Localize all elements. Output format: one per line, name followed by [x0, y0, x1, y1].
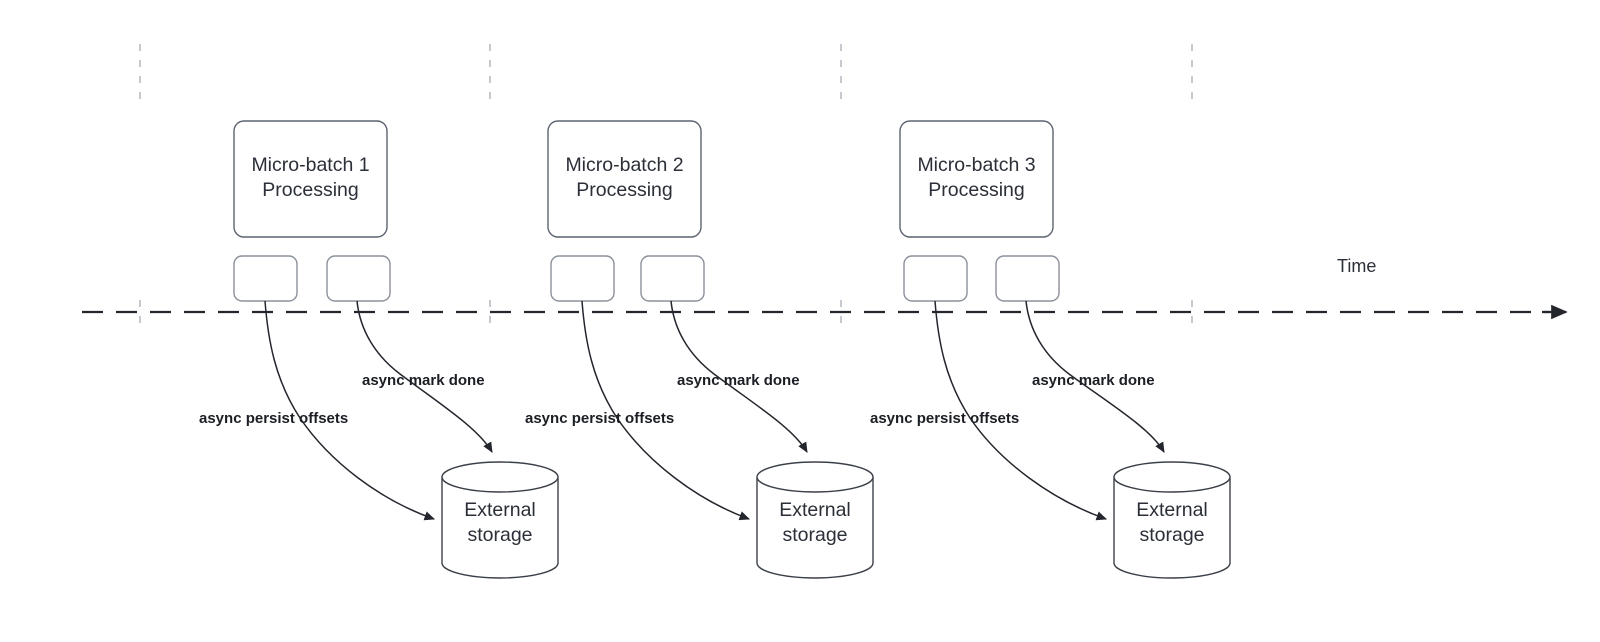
group-3-mark-done-task[interactable]	[995, 255, 1060, 302]
group-3-cylinder-body	[1113, 477, 1231, 579]
group-2-persist-offsets-task[interactable]	[550, 255, 615, 302]
group-3-process-box-label-line2: Processing	[928, 179, 1024, 201]
group-3-process-box[interactable]	[899, 120, 1054, 238]
group-1-mark-done-task[interactable]	[326, 255, 391, 302]
group-2-process-box-label-line1: Micro-batch 2	[565, 154, 683, 176]
group-1-cylinder-top[interactable]	[441, 461, 559, 493]
group-2-async-persist-offsets-curve	[581, 300, 750, 521]
group-3-cylinder-label-line1: External	[1136, 499, 1208, 521]
group-2-mark-done-task[interactable]	[640, 255, 705, 302]
group-1-cylinder-body	[441, 477, 559, 579]
group-1-cylinder-label-line2: storage	[467, 524, 532, 546]
group-1-persist-offsets-task[interactable]	[233, 255, 298, 302]
group-2-cylinder-top[interactable]	[756, 461, 874, 493]
group-1-cylinder-label-line1: External	[464, 499, 536, 521]
group-3-cylinder-top[interactable]	[1113, 461, 1231, 493]
group-2-process-box[interactable]	[547, 120, 702, 238]
group-3-async-mark-done-curve	[1025, 300, 1165, 453]
group-1-process-box-label-line1: Micro-batch 1	[251, 154, 369, 176]
group-3-async-persist-offsets-curve	[934, 300, 1107, 521]
group-2-cylinder-body	[756, 477, 874, 579]
tick-lines	[139, 44, 1193, 326]
group-2-async-mark-done-label: async mark done	[677, 372, 800, 389]
group-3-persist-offsets-task[interactable]	[903, 255, 968, 302]
group-3-async-persist-offsets-label: async persist offsets	[870, 410, 1019, 427]
time-axis-label: Time	[1337, 256, 1376, 276]
group-1-async-persist-offsets-label: async persist offsets	[199, 410, 348, 427]
group-2-process-box-label-line2: Processing	[576, 179, 672, 201]
group-1-process-box-label-line2: Processing	[262, 179, 358, 201]
group-2-cylinder-label-line1: External	[779, 499, 851, 521]
group-2-async-mark-done-curve	[670, 300, 808, 453]
group-2-async-persist-offsets-label: async persist offsets	[525, 410, 674, 427]
group-3-cylinder-label-line2: storage	[1139, 524, 1204, 546]
group-1-async-persist-offsets-curve	[264, 300, 435, 521]
group-3-process-box-label-line1: Micro-batch 3	[917, 154, 1035, 176]
group-1-process-box[interactable]	[233, 120, 388, 238]
group-3-async-mark-done-label: async mark done	[1032, 372, 1155, 389]
group-2-cylinder-label-line2: storage	[782, 524, 847, 546]
group-1-async-mark-done-curve	[356, 300, 493, 453]
group-1-async-mark-done-label: async mark done	[362, 372, 485, 389]
